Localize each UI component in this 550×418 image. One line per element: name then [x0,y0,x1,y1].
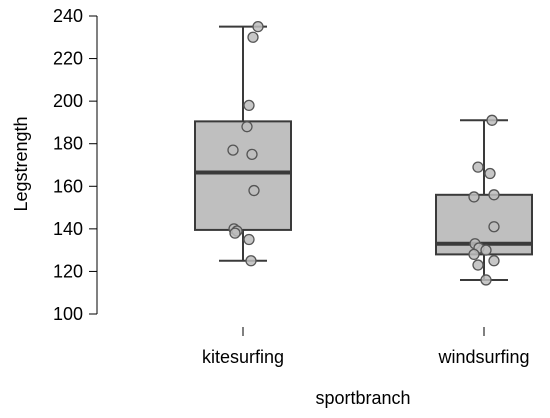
x-tick-label-kitesurfing: kitesurfing [202,347,284,367]
data-point [472,161,484,173]
y-tick-label-160: 160 [53,176,83,196]
y-tick-label-180: 180 [53,134,83,154]
y-axis-title: Legstrength [11,116,31,211]
data-point [229,227,241,239]
x-axis-title: sportbranch [315,388,410,408]
y-tick-label-120: 120 [53,261,83,281]
x-tick-label-windsurfing: windsurfing [437,347,529,367]
data-point [488,255,500,267]
data-point [484,167,496,180]
data-point [472,259,484,271]
data-point [243,233,255,246]
data-point [248,184,260,197]
y-tick-label-100: 100 [53,304,83,324]
data-point [252,20,264,33]
data-point [488,221,500,233]
data-point [488,189,500,201]
data-point [468,191,480,203]
y-tick-label-140: 140 [53,219,83,239]
y-tick-label-240: 240 [53,6,83,26]
data-point [480,274,492,286]
data-point [486,114,498,126]
box-kitesurfing [194,120,292,231]
data-point [480,244,492,256]
data-point [243,99,255,112]
axes: 100 120 140 160 180 200 220 240 kitesurfing winds… [53,6,530,367]
data-point [241,121,253,133]
data-point [246,148,258,161]
y-tick-label-200: 200 [53,91,83,111]
data-point [247,31,259,43]
y-tick-label-220: 220 [53,49,83,69]
data-point [245,255,257,267]
data-point [227,144,239,156]
points [227,20,500,286]
data-point [468,248,480,261]
